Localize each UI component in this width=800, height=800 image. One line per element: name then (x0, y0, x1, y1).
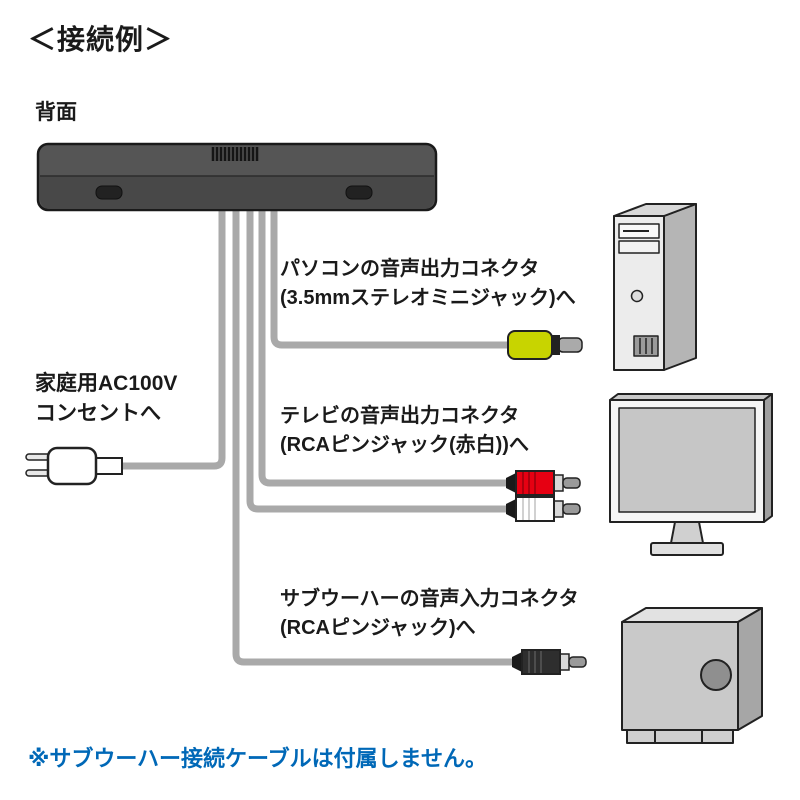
tv-connection-label-line1: テレビの音声出力コネクタ (280, 405, 520, 427)
pc-connection-label: パソコンの音声出力コネクタ (3.5mmステレオミニジャック)へ (280, 255, 576, 313)
rca-plug-red-icon (506, 470, 581, 496)
subwoofer-connection-label-line2: (RCAピンジャック)へ (280, 617, 476, 639)
ac-connection-label-line2: コンセントへ (35, 402, 161, 425)
mini-plug-icon (507, 330, 583, 360)
tv-connection-label-line2: (RCAピンジャック(赤白))へ (280, 434, 529, 456)
tv-connection-label: テレビの音声出力コネクタ (RCAピンジャック(赤白))へ (280, 402, 529, 460)
cable-mini-plug (270, 180, 512, 349)
cable-subwoofer (232, 180, 520, 666)
rca-plug-white-icon (506, 496, 581, 522)
pc-connection-label-line2: (3.5mmステレオミニジャック)へ (280, 287, 576, 309)
cable-rca-red (258, 180, 512, 487)
ac-connection-label-line1: 家庭用AC100V (35, 372, 178, 395)
soundbar-rear-label: 背面 (35, 101, 77, 124)
vent-grille-icon (211, 147, 259, 161)
mount-slot-right-icon (345, 185, 373, 200)
pc-connection-label-line1: パソコンの音声出力コネクタ (280, 258, 540, 280)
subwoofer-icon (621, 607, 763, 744)
tv-icon (609, 393, 773, 556)
rca-plug-black-icon (512, 649, 587, 675)
pc-tower-icon (613, 203, 697, 371)
page-title: ＜接続例＞ (28, 24, 174, 55)
cable-ac (116, 180, 226, 470)
subwoofer-connection-label: サブウーハーの音声入力コネクタ (RCAピンジャック)へ (280, 585, 579, 643)
soundbar-illustration (36, 142, 438, 212)
cable-rca-white (246, 180, 512, 513)
ac-connection-label: 家庭用AC100V コンセントへ (35, 369, 177, 429)
cables (116, 180, 520, 666)
ac-plug-icon (25, 446, 123, 486)
subwoofer-connection-label-line1: サブウーハーの音声入力コネクタ (280, 588, 579, 610)
mount-slot-left-icon (95, 185, 123, 200)
footnote: ※サブウーハー接続ケーブルは付属しません。 (28, 746, 487, 771)
